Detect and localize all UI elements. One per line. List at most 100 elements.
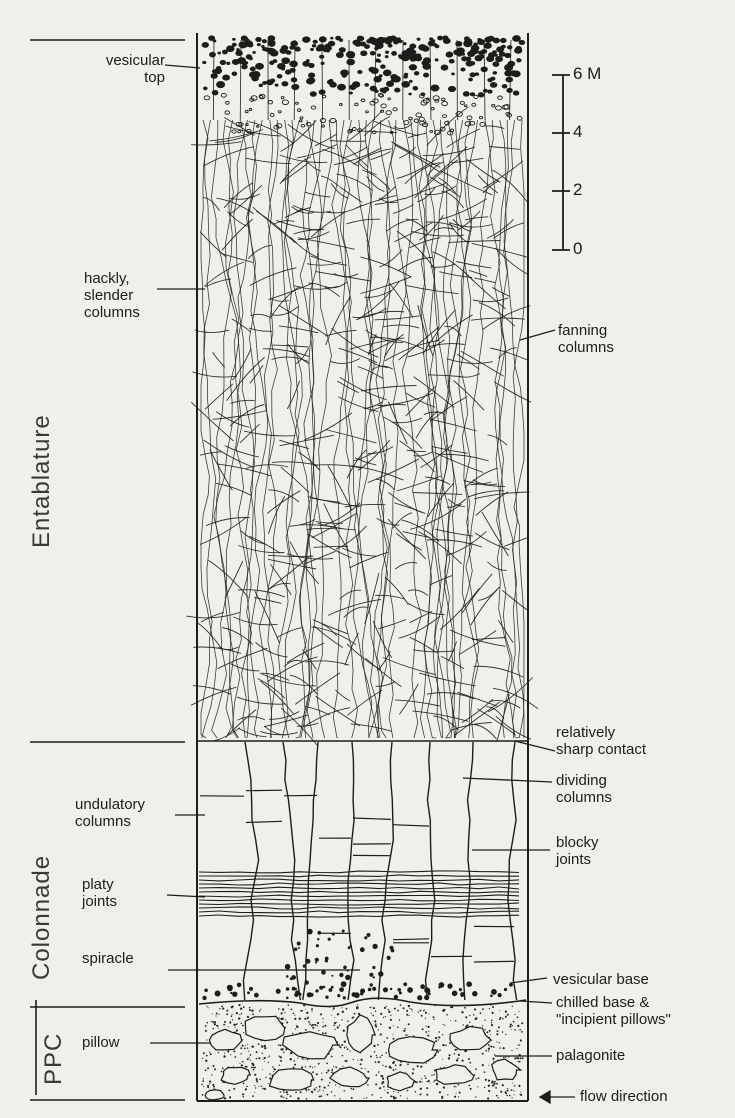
vesicle	[259, 84, 262, 87]
vesicle	[499, 52, 505, 56]
palagonite-grain	[256, 1051, 258, 1053]
platy-joints-band	[199, 871, 519, 917]
palagonite-grain	[320, 1014, 322, 1016]
vesicle	[475, 56, 482, 61]
palagonite-grain	[381, 1083, 383, 1085]
basal-vesicle	[424, 995, 429, 1000]
platy-joint	[199, 871, 519, 873]
palagonite-grain	[494, 1081, 496, 1083]
entablature-fracture	[261, 681, 294, 714]
vesicle	[488, 78, 492, 81]
entablature-fracture	[388, 519, 426, 559]
vesicle	[225, 111, 230, 114]
palagonite-grain	[345, 1060, 347, 1062]
spiracle-vesicle	[315, 958, 319, 962]
vesicle	[435, 45, 439, 48]
palagonite-grain	[408, 1005, 410, 1007]
palagonite-grain	[218, 1052, 219, 1053]
palagonite-grain	[482, 1008, 484, 1010]
palagonite-grain	[475, 1068, 477, 1070]
palagonite-grain	[238, 1017, 240, 1019]
vesicle	[350, 55, 354, 58]
vesicle	[492, 105, 495, 107]
palagonite-grain	[233, 1050, 235, 1052]
entablature-fracture	[313, 620, 348, 634]
spiracle-vesicle	[369, 973, 373, 977]
palagonite-grain	[491, 1024, 493, 1026]
platy-joint	[199, 911, 519, 913]
vesicle	[358, 70, 362, 73]
palagonite-grain	[323, 1022, 324, 1023]
palagonite-grain	[240, 1008, 242, 1010]
palagonite-grain	[430, 1083, 431, 1084]
palagonite-grain	[411, 1009, 413, 1011]
palagonite-grain	[446, 1014, 448, 1016]
palagonite-grain	[425, 1031, 427, 1033]
palagonite-grain	[314, 1024, 316, 1026]
palagonite-grain	[505, 1091, 507, 1093]
spiracle-vesicle	[343, 966, 347, 970]
palagonite-grain	[375, 1061, 377, 1063]
entablature-fracture	[186, 612, 240, 618]
palagonite-grain	[509, 1095, 511, 1097]
palagonite-grain	[230, 1054, 231, 1055]
entablature-fracture	[315, 134, 337, 146]
palagonite-grain	[409, 1008, 410, 1009]
vesicle	[325, 44, 330, 48]
palagonite-grain	[379, 1056, 381, 1058]
vesicle	[386, 37, 393, 42]
palagonite-grain	[363, 1098, 364, 1099]
entablature-fracture	[426, 222, 460, 228]
entablature-fracture	[479, 303, 515, 327]
palagonite-grain	[383, 1017, 384, 1018]
entablature-fracture	[462, 574, 492, 613]
palagonite-grain	[370, 1056, 372, 1058]
basal-vesicle	[383, 987, 388, 992]
palagonite-grain	[328, 1085, 330, 1087]
palagonite-grain	[375, 1025, 377, 1027]
palagonite-grain	[447, 1094, 448, 1095]
palagonite-grain	[357, 1060, 358, 1061]
palagonite-grain	[383, 1086, 385, 1088]
palagonite-grain	[485, 1050, 487, 1052]
spiracle-vesicle	[305, 959, 310, 964]
palagonite-grain	[385, 1066, 387, 1068]
basal-vesicle	[459, 988, 462, 991]
palagonite-grain	[242, 1045, 244, 1047]
vesicle	[350, 92, 353, 94]
palagonite-grain	[488, 1051, 489, 1052]
vesicle	[507, 88, 513, 92]
entablature-fracture	[193, 686, 231, 695]
palagonite-grain	[365, 1068, 366, 1069]
entablature-fracture	[230, 405, 264, 427]
entablature-fracture	[492, 170, 527, 202]
entablature-fracture	[336, 690, 350, 701]
palagonite-grain	[255, 1087, 256, 1088]
palagonite-grain	[509, 1026, 511, 1028]
palagonite-grain	[205, 1060, 207, 1062]
spiracle-vesicle	[317, 938, 319, 940]
vesicle	[212, 70, 216, 73]
vesicle	[312, 44, 316, 47]
label-palagonite: palagonite	[556, 1047, 625, 1064]
basal-vesicle	[466, 981, 472, 987]
entablature-fracture	[305, 707, 329, 715]
palagonite-grain	[394, 1008, 396, 1010]
vesicle	[513, 91, 519, 95]
label-vesicular-top: vesicular top	[85, 52, 165, 86]
vesicle	[217, 82, 225, 88]
vesicle	[388, 98, 391, 100]
palagonite-grain	[488, 1080, 490, 1082]
platy-joint	[199, 875, 519, 877]
palagonite-grain	[247, 1016, 249, 1018]
palagonite-grain	[218, 1028, 219, 1029]
palagonite-grain	[312, 1027, 314, 1029]
vesicle	[270, 79, 274, 82]
palagonite-grain	[475, 1096, 476, 1097]
palagonite-grain	[285, 1019, 286, 1020]
palagonite-grain	[272, 1066, 274, 1068]
palagonite-grain	[254, 1067, 256, 1069]
palagonite-grain	[335, 1066, 337, 1068]
entablature-fracture	[404, 184, 446, 200]
vesicle	[466, 61, 473, 66]
